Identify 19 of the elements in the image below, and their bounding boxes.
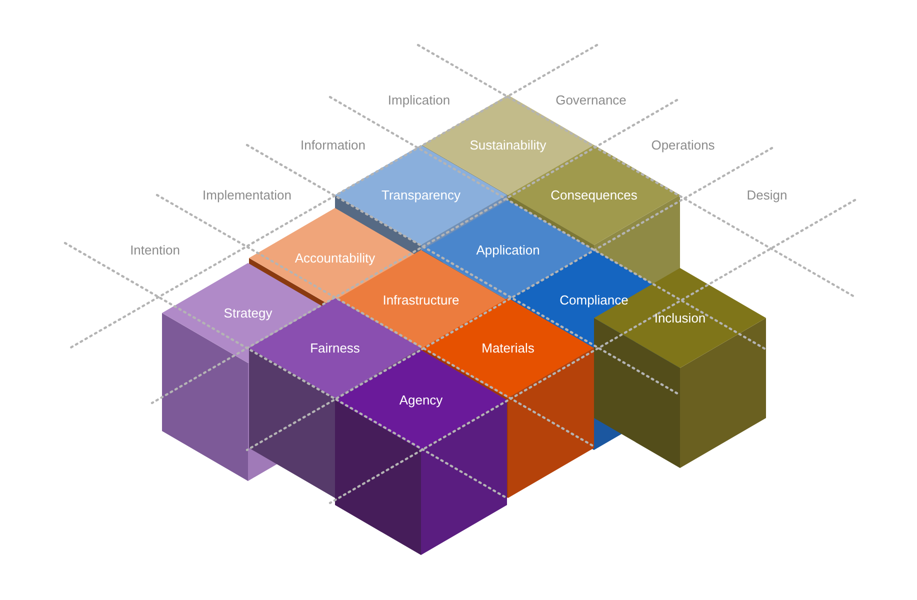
cube-label: Sustainability [470, 138, 546, 152]
cube-label: Materials [482, 340, 534, 356]
axis-label: Design [746, 188, 788, 202]
cube-label: Fairness [310, 340, 360, 356]
cube-label: Transparency [382, 188, 460, 202]
cube-label: Compliance [560, 292, 628, 308]
axis-label: Operations [651, 138, 715, 152]
axis-label: Governance [556, 92, 626, 108]
cube-label: Infrastructure [382, 292, 460, 308]
cube-label: Application [476, 242, 540, 258]
cube-label: Strategy [224, 306, 272, 320]
axis-label: Implication [388, 92, 450, 108]
cube-label: Accountability [294, 250, 376, 266]
cube-label: Consequences [550, 188, 638, 202]
axis-label: Intention [130, 242, 180, 258]
cube-label: Inclusion [654, 310, 706, 326]
axis-label: Implementation [202, 188, 292, 202]
axis-label: Information [300, 138, 366, 152]
cube-label: Agency [399, 392, 443, 408]
